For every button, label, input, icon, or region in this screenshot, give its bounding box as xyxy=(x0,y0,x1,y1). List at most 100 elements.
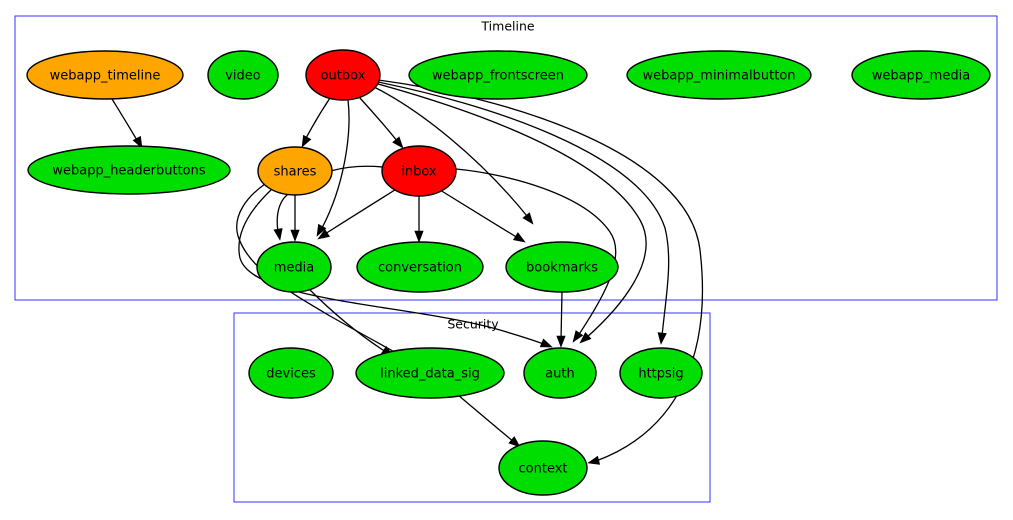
node-shape[interactable] xyxy=(381,145,457,197)
edge-arrowhead xyxy=(273,228,283,241)
edge-outbox-to-bookmarks xyxy=(373,86,534,225)
node-shape[interactable] xyxy=(256,241,332,293)
node-label: inbox xyxy=(401,165,437,180)
edge-outbox-to-auth xyxy=(377,83,647,344)
node-media[interactable]: media xyxy=(256,241,332,293)
edge-path xyxy=(457,394,515,443)
node-label: shares xyxy=(274,165,317,180)
edge-path xyxy=(308,288,387,353)
edge-path xyxy=(304,97,331,141)
edge-path xyxy=(111,98,139,143)
node-webapp_timeline[interactable]: webapp_timeline xyxy=(26,50,184,100)
edge-path xyxy=(377,81,670,337)
edge-outbox-to-httpsig xyxy=(377,81,670,345)
node-label: webapp_headerbuttons xyxy=(52,164,206,179)
node-conversation[interactable]: conversation xyxy=(356,241,484,293)
edge-arrowhead xyxy=(290,229,300,242)
node-shape[interactable] xyxy=(626,50,812,100)
node-video[interactable]: video xyxy=(207,50,279,100)
node-shape[interactable] xyxy=(619,347,703,399)
node-shape[interactable] xyxy=(851,50,991,100)
node-shape[interactable] xyxy=(207,50,279,100)
edge-bookmarks-to-auth xyxy=(556,291,566,348)
node-label: outbox xyxy=(321,69,366,84)
node-shares[interactable]: shares xyxy=(257,146,333,196)
edge-arrowhead xyxy=(539,338,553,348)
node-shape[interactable] xyxy=(257,146,333,196)
node-label: httpsig xyxy=(638,367,683,382)
node-label: webapp_timeline xyxy=(50,69,161,84)
edge-arrowhead xyxy=(508,436,521,448)
edge-arrowhead xyxy=(132,135,143,149)
edge-outbox-to-shares xyxy=(301,97,331,148)
node-inbox[interactable]: inbox xyxy=(381,145,457,197)
edge-arrowhead xyxy=(301,134,312,148)
edge-arrowhead xyxy=(579,331,592,344)
node-context[interactable]: context xyxy=(498,440,588,496)
node-webapp_headerbuttons[interactable]: webapp_headerbuttons xyxy=(27,145,231,195)
node-label: media xyxy=(274,261,315,276)
edge-outbox-to-inbox xyxy=(358,96,404,149)
edge-arrowhead xyxy=(317,228,331,240)
edge-arrowhead xyxy=(572,330,584,343)
node-shape[interactable] xyxy=(505,241,619,293)
node-shape[interactable] xyxy=(355,347,505,399)
node-label: auth xyxy=(545,367,575,382)
edge-arrowhead xyxy=(657,332,667,345)
node-shape[interactable] xyxy=(498,440,588,496)
node-webapp_media[interactable]: webapp_media xyxy=(851,50,991,100)
cluster-border xyxy=(233,312,711,503)
node-label: webapp_minimalbutton xyxy=(642,69,795,84)
node-webapp_minimalbutton[interactable]: webapp_minimalbutton xyxy=(626,50,812,100)
node-shape[interactable] xyxy=(248,347,334,399)
edge-path xyxy=(560,291,563,341)
edge-arrowhead xyxy=(556,335,566,348)
edge-arrowhead xyxy=(316,223,327,237)
node-linked_data_sig[interactable]: linked_data_sig xyxy=(355,347,505,399)
edge-shares-to-media xyxy=(290,195,300,242)
nodes-layer: webapp_timeline video outbox webapp_frontsc… xyxy=(26,49,991,496)
edge-linked_data_sig-to-context xyxy=(457,394,521,448)
node-label: linked_data_sig xyxy=(380,367,480,382)
node-label: bookmarks xyxy=(526,261,598,276)
node-httpsig[interactable]: httpsig xyxy=(619,347,703,399)
node-label: webapp_media xyxy=(872,69,970,84)
edge-arrowhead xyxy=(512,232,526,243)
node-auth[interactable]: auth xyxy=(523,347,597,399)
edge-inbox-to-conversation xyxy=(414,196,424,243)
edge-path xyxy=(455,168,617,337)
node-label: conversation xyxy=(378,261,462,276)
edge-path xyxy=(324,187,399,235)
edge-outbox-to-media xyxy=(316,99,350,237)
cluster-label: Security xyxy=(447,317,499,332)
edge-arrowhead xyxy=(392,136,404,149)
cluster-cluster_timeline: Timeline xyxy=(14,15,998,301)
node-label: video xyxy=(225,69,261,84)
cluster-label: Timeline xyxy=(480,19,534,34)
edge-path xyxy=(439,189,519,239)
node-bookmarks[interactable]: bookmarks xyxy=(505,241,619,293)
node-shape[interactable] xyxy=(305,49,381,101)
edge-path xyxy=(358,96,399,143)
node-shape[interactable] xyxy=(523,347,597,399)
node-shape[interactable] xyxy=(408,50,588,100)
node-label: context xyxy=(519,462,568,477)
node-label: webapp_frontscreen xyxy=(432,69,564,84)
edge-inbox-to-media xyxy=(317,187,399,240)
edge-path xyxy=(377,79,704,462)
cluster-border xyxy=(14,15,998,301)
node-webapp_frontscreen[interactable]: webapp_frontscreen xyxy=(408,50,588,100)
edge-arrowhead xyxy=(522,212,534,225)
edge-path xyxy=(321,99,350,229)
edge-path xyxy=(238,188,547,346)
edge-outbox-to-context xyxy=(377,79,704,465)
node-shape[interactable] xyxy=(27,145,231,195)
edge-arrowhead xyxy=(587,455,601,465)
node-outbox[interactable]: outbox xyxy=(305,49,381,101)
edge-path xyxy=(373,86,528,217)
edge-shares-to-auth xyxy=(238,188,553,348)
node-shape[interactable] xyxy=(26,50,184,100)
node-devices[interactable]: devices xyxy=(248,347,334,399)
node-shape[interactable] xyxy=(356,241,484,293)
